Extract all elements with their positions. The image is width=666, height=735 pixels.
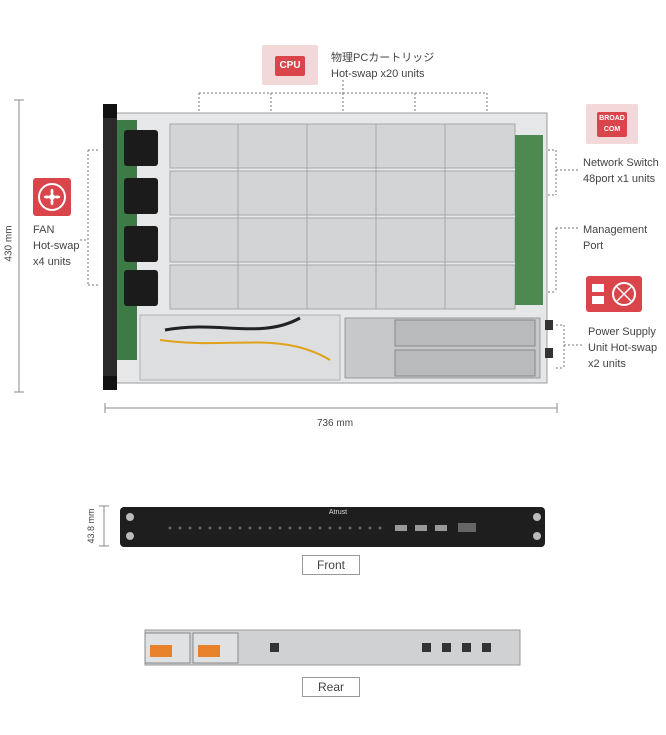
mgmt-callout-bracket <box>548 227 578 293</box>
cpu-callout-bracket <box>198 80 488 112</box>
width-dimension-label: 736 mm <box>316 418 354 429</box>
chassis-top-view <box>103 104 553 390</box>
fan-icon <box>33 178 71 216</box>
front-brand-logo: Atrust <box>328 509 348 516</box>
cpu-callout-text: 物理PCカートリッジ Hot-swap x20 units <box>331 52 435 80</box>
fan-callout-bracket <box>80 149 100 286</box>
rear-view-label: Rear <box>302 677 360 697</box>
switch-callout-text: Network Switch 48port x1 units <box>583 157 659 185</box>
width-dimension-line <box>104 403 558 413</box>
network-switch-board <box>515 135 543 305</box>
broadcom-icon-label: BROAD COM <box>597 112 627 137</box>
power-supply-icon <box>586 276 642 312</box>
mgmt-callout-text: Management Port <box>583 224 648 252</box>
cartridge-bay-grid <box>169 123 516 310</box>
height-dimension-line <box>14 99 24 393</box>
psu-callout-text: Power Supply Unit Hot-swap x2 units <box>588 326 658 370</box>
front-height-dimension-label: 43.8 mm <box>86 508 96 544</box>
psu-callout-bracket <box>556 324 582 369</box>
front-height-dimension-line <box>99 505 109 547</box>
front-view-label: Front <box>302 555 360 575</box>
fan-modules <box>124 130 158 306</box>
front-panel <box>120 507 545 547</box>
switch-callout-bracket <box>548 149 578 196</box>
height-dimension-label: 430 mm <box>3 225 15 262</box>
rear-panel <box>144 629 521 666</box>
cpu-icon-label: CPU <box>275 56 305 76</box>
fan-callout-text: FAN Hot-swap x4 units <box>33 224 80 268</box>
